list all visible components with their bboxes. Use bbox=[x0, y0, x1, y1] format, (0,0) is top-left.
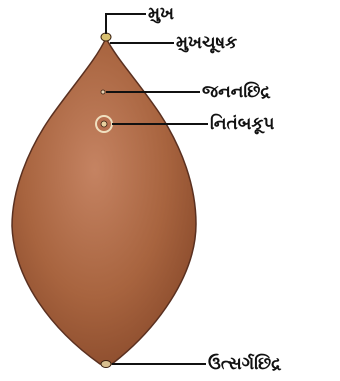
ventral-sucker-inner bbox=[100, 120, 108, 128]
mouth-label: મુખ bbox=[148, 4, 174, 24]
genital-pore-label: જનનછિદ્ર bbox=[202, 82, 271, 102]
genital-pore-marker bbox=[100, 89, 106, 95]
mouth-marker bbox=[100, 32, 112, 42]
oral-sucker-label: મુખચૂષક bbox=[176, 33, 238, 53]
fluke-body bbox=[11, 36, 197, 367]
mouth-leader-line bbox=[105, 13, 146, 34]
excretory-pore-label: ઉત્સર્ગછિદ્ર bbox=[208, 354, 282, 374]
ventral-sucker-label: નિતંબકૂપ bbox=[210, 114, 275, 134]
excretory-pore-marker bbox=[100, 360, 112, 368]
